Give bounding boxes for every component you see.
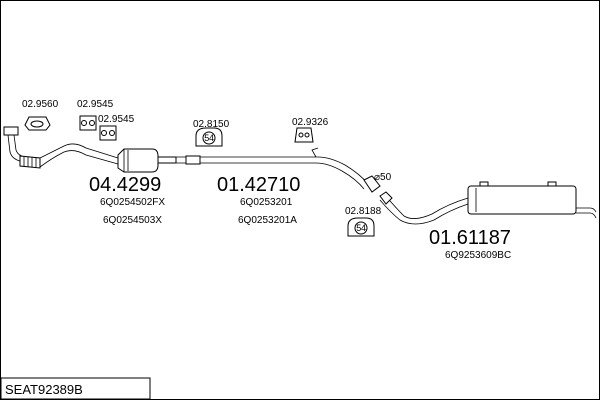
accessory-label: 02.9545 bbox=[98, 114, 135, 125]
accessory-label: 02.9326 bbox=[292, 117, 329, 128]
accessory-label: 02.8150 bbox=[193, 119, 230, 130]
part-number: 01.42710 bbox=[217, 174, 300, 196]
accessory-label: 02.8188 bbox=[345, 206, 382, 217]
oem-reference: 6Q0253201A bbox=[238, 215, 297, 226]
accessory-label: 02.9560 bbox=[22, 99, 59, 110]
diagram-code-box bbox=[0, 377, 151, 400]
accessory-label: 02.9545 bbox=[77, 99, 114, 110]
pipe-diameter-label: ⌀50 bbox=[374, 172, 392, 183]
oem-reference: 6Q0254502FX bbox=[100, 197, 165, 208]
oem-reference: 6Q9253609BC bbox=[445, 250, 511, 261]
oem-reference: 6Q0253201 bbox=[240, 197, 293, 208]
rear-silencer-assembly bbox=[379, 181, 597, 225]
gasket-icon bbox=[24, 116, 51, 131]
front-pipe-assembly bbox=[3, 126, 186, 173]
clamp-size-label: 54 bbox=[356, 223, 366, 233]
rubber-hanger-icon bbox=[99, 125, 117, 141]
pipe-clamp-icon: 54 bbox=[195, 127, 223, 147]
clamp-size-label: 54 bbox=[204, 133, 214, 143]
part-number: 04.4299 bbox=[89, 174, 161, 196]
oem-reference: 6Q0254503X bbox=[103, 215, 162, 226]
middle-pipe-assembly bbox=[185, 147, 381, 193]
diagram-code: SEAT92389B bbox=[5, 382, 83, 397]
rubber-hanger-icon bbox=[79, 115, 97, 131]
part-number: 01.61187 bbox=[429, 227, 511, 249]
rubber-mount-icon bbox=[294, 127, 314, 143]
pipe-clamp-icon: 54 bbox=[347, 217, 375, 237]
